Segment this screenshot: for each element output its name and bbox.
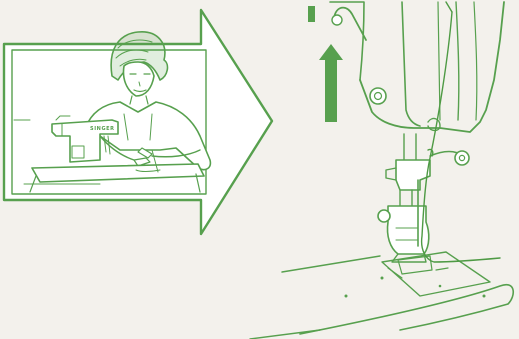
machine-brand-label: SINGER	[90, 126, 115, 132]
machine-bed	[250, 252, 513, 339]
needle-clamp	[396, 160, 430, 190]
woman-sewing-vignette: SINGER	[12, 32, 210, 194]
thread	[422, 2, 500, 262]
needle-plate	[382, 252, 490, 296]
machine-head-closeup	[330, 2, 504, 262]
machine-head-body	[360, 2, 504, 132]
faceplate-screw	[370, 88, 386, 104]
bed-surface-edge	[300, 285, 513, 334]
